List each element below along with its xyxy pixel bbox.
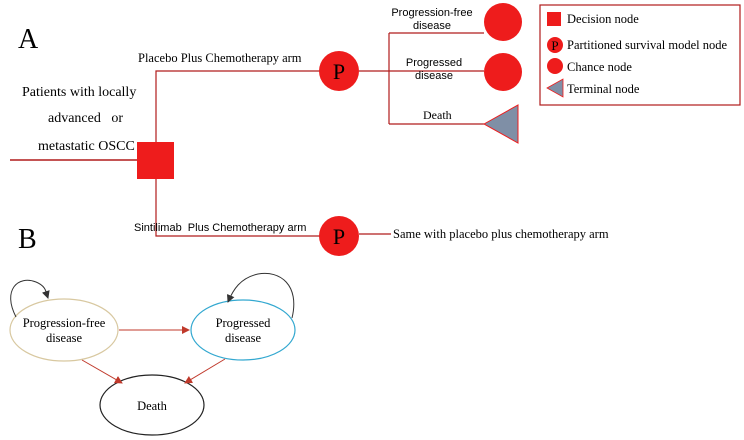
sintilimab-branch-line bbox=[155, 179, 320, 237]
death-branch-label: Death bbox=[423, 108, 452, 122]
legend-decision-label: Decision node bbox=[567, 12, 639, 26]
legend-chance-label: Chance node bbox=[567, 60, 632, 74]
pf-state-line1: Progression-free bbox=[23, 316, 106, 330]
decision-node bbox=[137, 142, 174, 179]
legend-terminal-label: Terminal node bbox=[567, 82, 640, 96]
death-terminal-node bbox=[482, 104, 519, 144]
legend-terminal-icon bbox=[546, 78, 564, 98]
prog-label-line1: Progressed bbox=[406, 57, 462, 69]
prog-state-line2: disease bbox=[225, 331, 262, 345]
pf-state-line2: disease bbox=[46, 331, 83, 345]
patients-label-line2: advanced or bbox=[48, 111, 123, 126]
death-state-label: Death bbox=[137, 399, 168, 413]
placebo-partitioned-node bbox=[319, 51, 359, 91]
patients-label-line3: metastatic OSCC bbox=[38, 139, 135, 154]
legend-decision-icon bbox=[547, 12, 561, 26]
legend-partitioned-icon bbox=[547, 37, 563, 53]
panel-a-label: A bbox=[18, 24, 39, 55]
prog-to-death-arrow bbox=[184, 358, 226, 384]
legend-partitioned-label: Partitioned survival model node bbox=[567, 38, 727, 52]
patients-label-line1: Patients with locally bbox=[22, 85, 136, 100]
sintilimab-partitioned-node bbox=[319, 216, 359, 256]
prog-state-ellipse bbox=[190, 299, 296, 361]
prog-self-loop-arrow bbox=[227, 272, 295, 319]
prog-chance-node bbox=[484, 53, 522, 91]
death-state-ellipse bbox=[99, 374, 205, 436]
sintilimab-arm-label: Sintilimab Plus Chemotherapy arm bbox=[134, 222, 306, 234]
panel-b-label: B bbox=[18, 224, 37, 255]
pf-self-loop-arrow bbox=[10, 279, 50, 318]
pf-chance-node bbox=[484, 3, 522, 41]
placebo-p-symbol: P bbox=[333, 59, 345, 84]
pf-state-ellipse bbox=[9, 298, 119, 362]
prog-state-line1: Progressed bbox=[216, 316, 272, 330]
pf-to-death-arrow bbox=[81, 359, 123, 384]
legend-partitioned-symbol: P bbox=[551, 38, 558, 53]
legend-box bbox=[539, 4, 741, 106]
pf-label-line2: disease bbox=[413, 20, 451, 32]
sintilimab-p-symbol: P bbox=[333, 224, 345, 249]
legend-chance-icon bbox=[547, 58, 563, 74]
placebo-arm-label: Placebo Plus Chemotherapy arm bbox=[138, 51, 302, 65]
prog-label-line2: disease bbox=[415, 70, 453, 82]
pf-label-line1: Progression-free bbox=[391, 7, 472, 19]
same-with-placebo-label: Same with placebo plus chemotherapy arm bbox=[393, 227, 609, 241]
placebo-branch-line bbox=[155, 70, 320, 142]
